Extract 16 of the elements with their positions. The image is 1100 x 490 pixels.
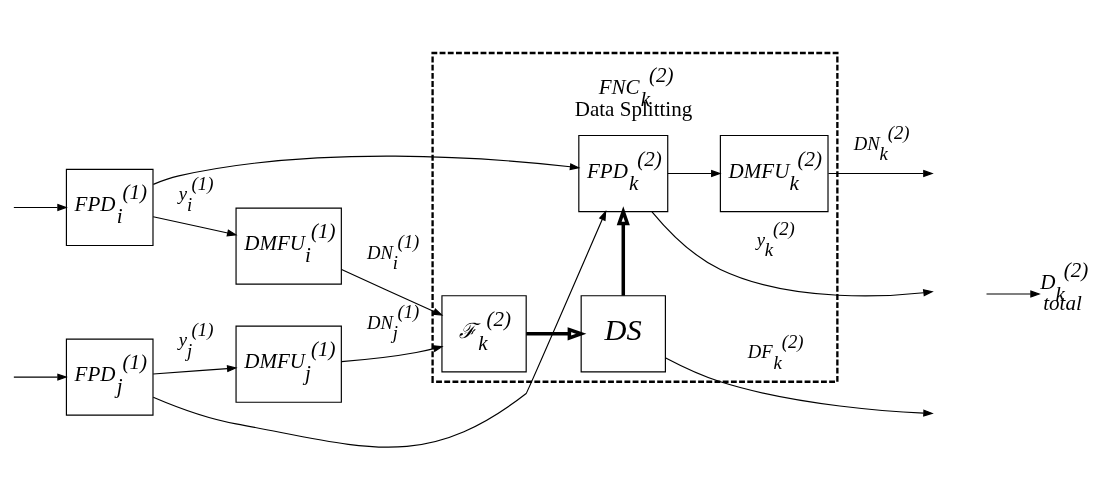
arrow xyxy=(827,169,934,177)
arrow xyxy=(13,372,68,381)
arrow xyxy=(341,268,444,316)
arrow xyxy=(616,205,630,296)
arrow xyxy=(651,210,934,296)
arrow xyxy=(13,203,68,211)
arrow xyxy=(526,326,587,340)
arrow xyxy=(665,356,934,417)
arrow xyxy=(340,344,444,362)
arrow xyxy=(985,289,1041,298)
node-box: DS xyxy=(580,294,666,372)
arrow xyxy=(667,169,722,177)
arrow xyxy=(152,155,581,185)
arrow xyxy=(152,364,238,375)
arrow xyxy=(152,209,607,448)
arrow xyxy=(152,215,238,236)
